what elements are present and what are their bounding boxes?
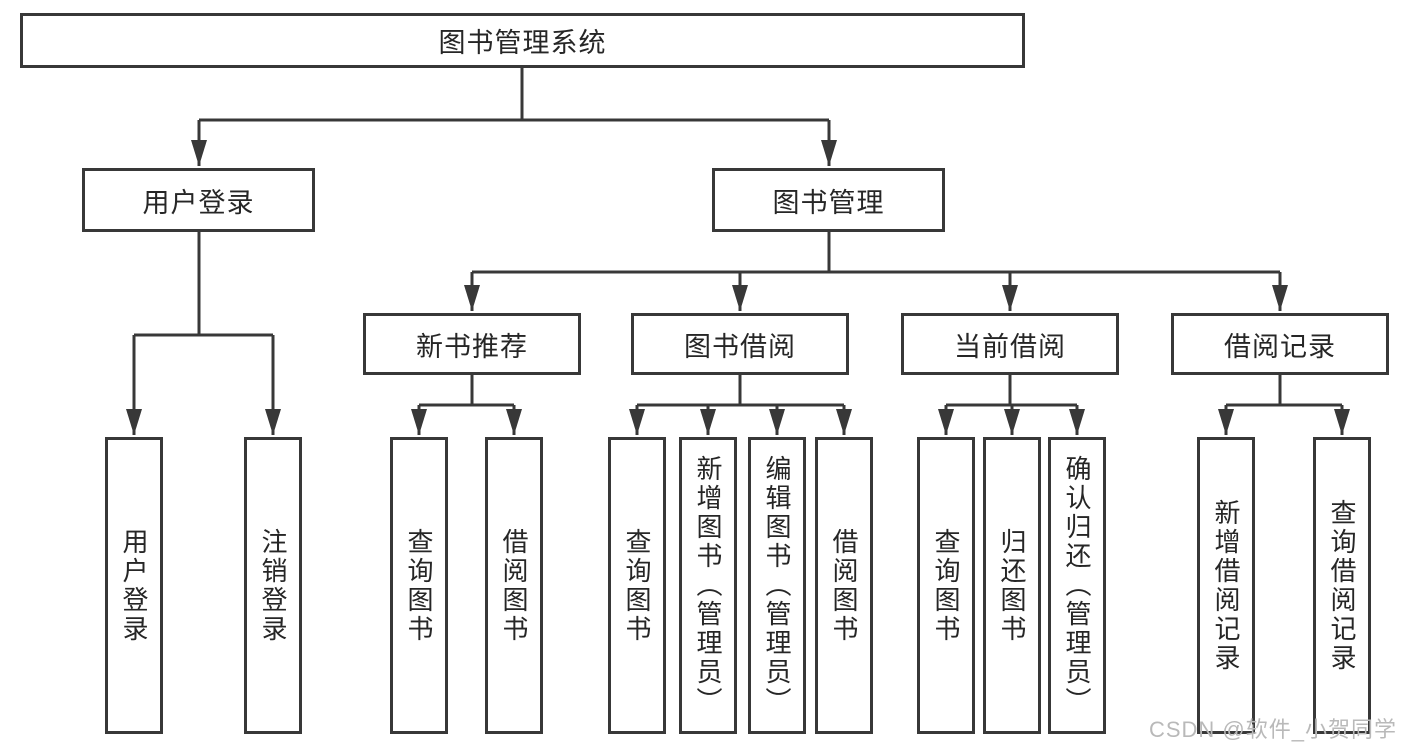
node-leaf-br-query-record: 查询借阅记录 [1313, 437, 1371, 734]
node-leaf-cb-confirm-return-admin: 确认归还（管理员） [1048, 437, 1106, 734]
connector-bookborrow-stem [637, 375, 844, 407]
node-leaf-bb-edit-books-admin: 编辑图书（管理员） [748, 437, 806, 734]
connector-userlogin-stem [134, 232, 273, 337]
node-root-system: 图书管理系统 [20, 13, 1025, 68]
csdn-watermark: CSDN @软件_小贺同学 [1148, 717, 1397, 742]
node-leaf-br-add-record: 新增借阅记录 [1197, 437, 1255, 734]
node-leaf-logout: 注销登录 [244, 437, 302, 734]
node-leaf-nbr-query-books: 查询图书 [390, 437, 448, 734]
node-user-login: 用户登录 [82, 168, 315, 232]
connector-borrowrecords-stem [1226, 375, 1342, 407]
connector-bookmgmt-stem [472, 232, 1280, 274]
connector-root-stem [199, 68, 829, 122]
node-leaf-bb-query-books: 查询图书 [608, 437, 666, 734]
node-borrowing-records: 借阅记录 [1171, 313, 1389, 375]
node-book-borrowing: 图书借阅 [631, 313, 849, 375]
connector-newbook-stem [419, 375, 514, 407]
node-book-management: 图书管理 [712, 168, 945, 232]
node-current-borrowing: 当前借阅 [901, 313, 1119, 375]
node-leaf-nbr-borrow-books: 借阅图书 [485, 437, 543, 734]
connector-currentborrow-stem [946, 375, 1077, 407]
node-leaf-bb-add-books-admin: 新增图书（管理员） [679, 437, 737, 734]
node-new-book-recommend: 新书推荐 [363, 313, 581, 375]
node-leaf-user-login: 用户登录 [105, 437, 163, 734]
node-leaf-bb-borrow-books: 借阅图书 [815, 437, 873, 734]
node-leaf-cb-return-books: 归还图书 [983, 437, 1041, 734]
node-leaf-cb-query-books: 查询图书 [917, 437, 975, 734]
